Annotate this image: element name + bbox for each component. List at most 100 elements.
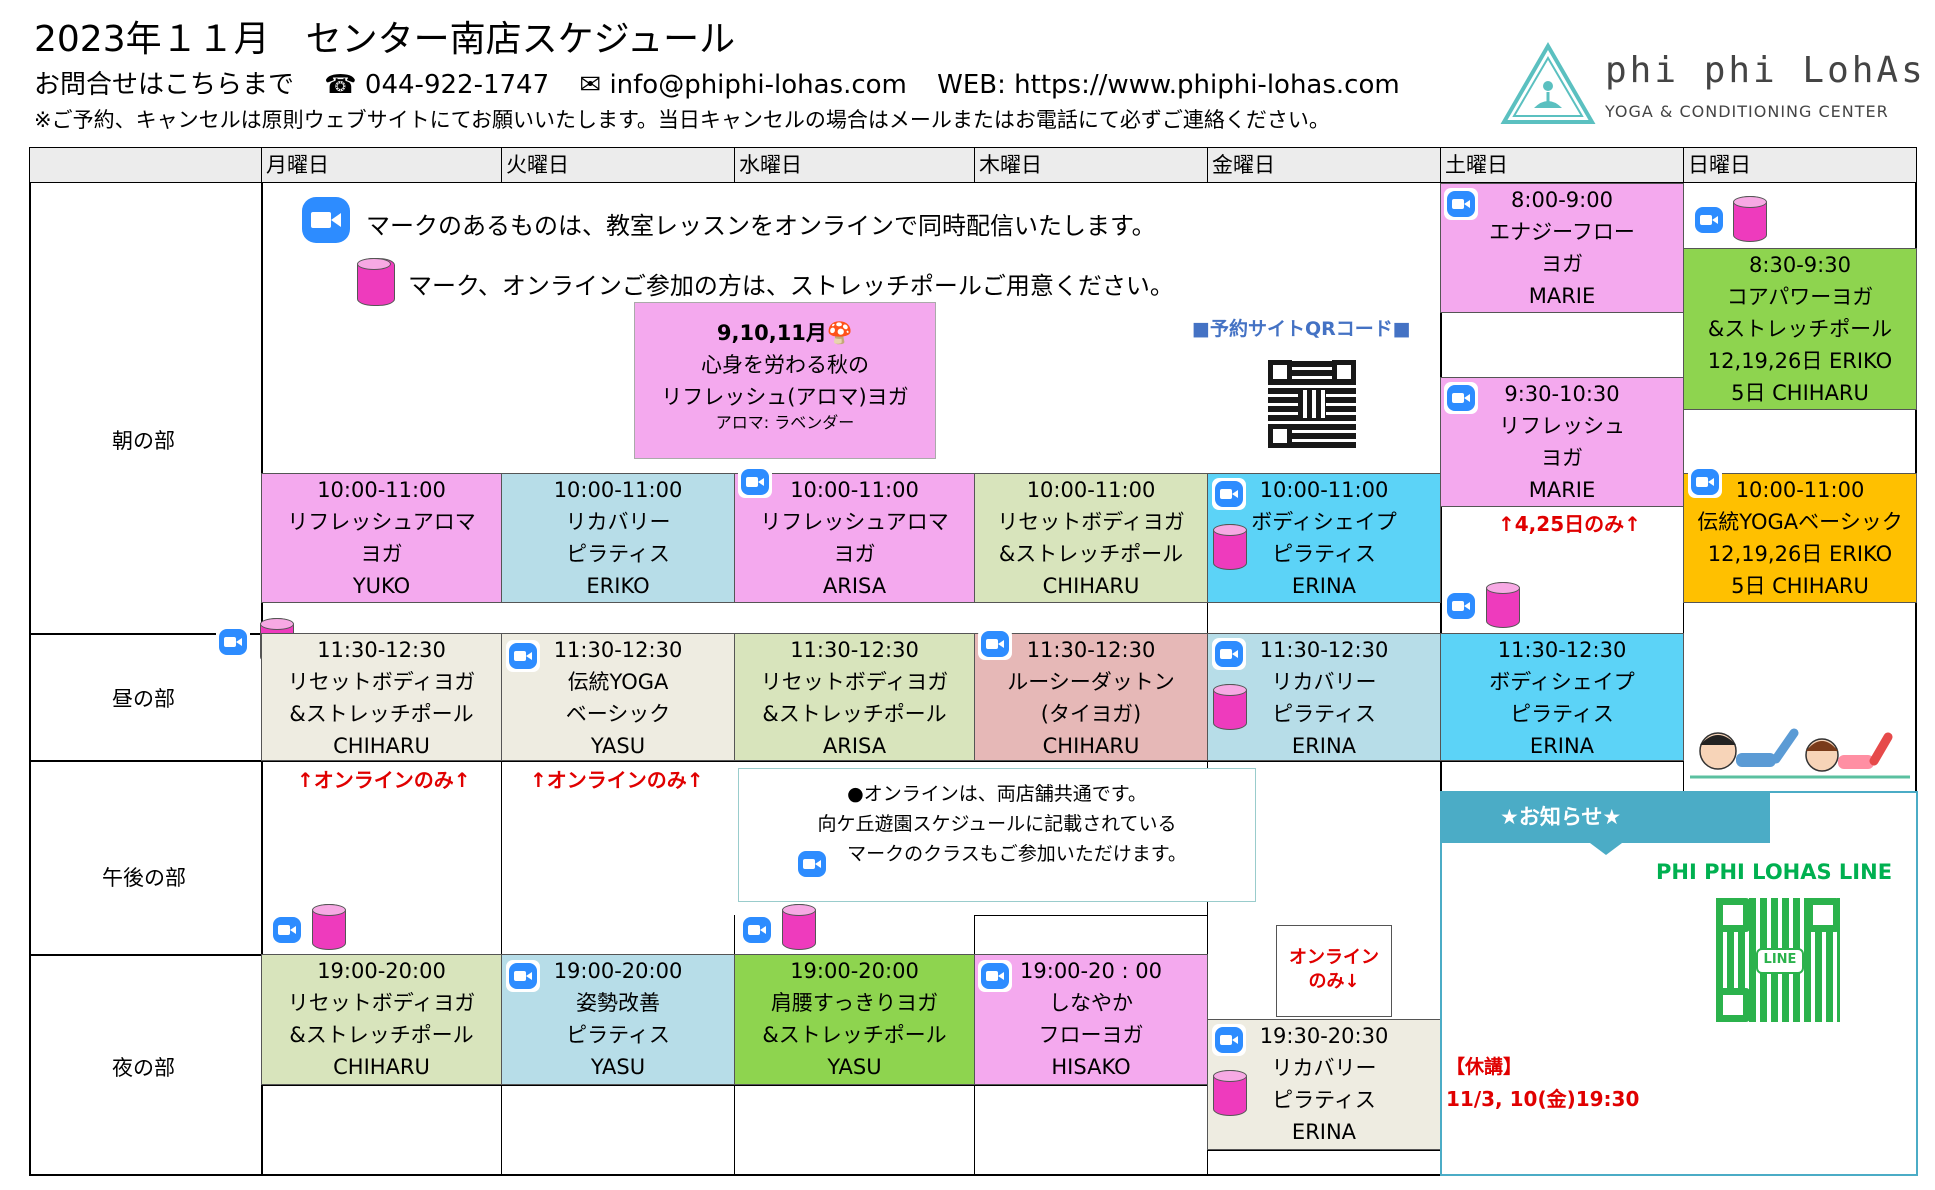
class-name: フローヨガ (1038, 1023, 1144, 1047)
reservation-qr-code[interactable] (1268, 360, 1356, 448)
class-name: ヨガ (360, 542, 403, 566)
zoom-icon (738, 466, 772, 498)
class-time: 10:00-11:00 (1259, 478, 1389, 502)
class-name: &ストレッチポール (289, 702, 474, 726)
class-sat-early[interactable]: 8:00-9:00 エナジーフロー ヨガ MARIE (1440, 183, 1684, 313)
class-wed-morning[interactable]: 10:00-11:00 リフレッシュアロマ ヨガ ARISA (734, 473, 975, 603)
logo-subtitle: YOGA & CONDITIONING CENTER (1605, 102, 1889, 121)
class-instructor: YUKO (352, 574, 411, 598)
class-thu-night[interactable]: 19:00-20 : 00 しなやか フローヨガ HISAKO (974, 954, 1208, 1085)
class-instructor: YASU (590, 734, 646, 758)
stretch-pole-icon (1213, 1070, 1247, 1116)
zoom-icon (1212, 478, 1246, 510)
class-time: 11:30-12:30 (1497, 638, 1627, 662)
sat-date-note: ↑4,25日のみ↑ (1498, 512, 1641, 536)
day-header-sat: 土曜日 (1440, 147, 1684, 183)
zoom-icon (795, 848, 829, 880)
logo: phi phi LohAs YOGA & CONDITIONING CENTER (1500, 42, 1923, 132)
class-instructor: MARIE (1528, 284, 1596, 308)
zoom-icon (298, 193, 354, 247)
class-wed-night[interactable]: 19:00-20:00 肩腰すっきりヨガ &ストレッチポール YASU (734, 954, 975, 1085)
class-name: コアパワーヨガ (1726, 285, 1874, 309)
day-header-fri: 金曜日 (1207, 147, 1441, 183)
class-instructor: ARISA (822, 734, 887, 758)
class-time: 11:30-12:30 (1259, 638, 1389, 662)
line-qr-code[interactable]: LINE (1716, 898, 1840, 1022)
class-name: ヨガ (1541, 252, 1583, 276)
class-instructor: ERINA (1291, 734, 1357, 758)
promo-aroma: アロマ: ラベンダー (715, 413, 855, 432)
class-time: 10:00-11:00 (1735, 478, 1865, 502)
header-corner (29, 147, 262, 183)
period-noon: 昼の部 (112, 687, 175, 711)
day-header-thu: 木曜日 (974, 147, 1208, 183)
zoom-icon (506, 960, 540, 992)
class-name: ピラティス (566, 542, 670, 566)
promo-title: リフレッシュ(アロマ)ヨガ (661, 385, 909, 409)
stretch-pole-icon (1486, 582, 1520, 628)
class-instructor: 5日 CHIHARU (1731, 381, 1869, 405)
class-sun-early[interactable]: 8:30-9:30 コアパワーヨガ &ストレッチポール 12,19,26日 ER… (1683, 248, 1917, 410)
class-tue-noon[interactable]: 11:30-12:30 伝統YOGA ベーシック YASU (501, 633, 735, 761)
fri-online-line: オンライン (1289, 947, 1379, 968)
class-time: 19:30-20:30 (1259, 1024, 1389, 1048)
zoom-icon (978, 628, 1012, 660)
class-time: 19:00-20 : 00 (1020, 959, 1162, 983)
class-thu-morning[interactable]: 10:00-11:00 リセットボディヨガ &ストレッチポール CHIHARU (974, 473, 1208, 603)
class-name: ピラティス (1272, 702, 1376, 726)
stretch-pole-icon (1733, 196, 1767, 242)
fri-online-line: のみ↓ (1308, 971, 1360, 992)
class-instructor: CHIHARU (333, 734, 430, 758)
class-instructor: ERINA (1529, 734, 1595, 758)
online-info-line: 向ケ丘遊園スケジュールに記載されている (817, 813, 1177, 835)
zoom-icon (1212, 638, 1246, 670)
online-only-note-mon: ↑オンラインのみ↑ (297, 768, 471, 792)
class-name: ベーシック (565, 702, 671, 726)
class-name: ボディシェイプ (1489, 670, 1635, 694)
online-info-line: マークのクラスもご参加いただけます。 (847, 843, 1187, 865)
zoom-icon (1444, 188, 1478, 220)
qr-label: ■予約サイトQRコード■ (1192, 318, 1411, 340)
class-name: ピラティス (1272, 1088, 1376, 1112)
reservation-notice: ※ご予約、キャンセルは原則ウェブサイトにてお願いいたします。当日キャンセルの場合… (34, 108, 1330, 132)
class-name: リフレッシュ (1499, 414, 1625, 438)
class-sat-noon[interactable]: 11:30-12:30 ボディシェイプ ピラティス ERINA (1440, 633, 1684, 761)
class-tue-morning[interactable]: 10:00-11:00 リカバリー ピラティス ERIKO (501, 473, 735, 603)
class-name: &ストレッチポール (289, 1023, 474, 1047)
class-sat-mid[interactable]: 9:30-10:30 リフレッシュ ヨガ MARIE (1440, 377, 1684, 507)
class-name: リフレッシュアロマ (287, 510, 476, 534)
class-mon-night[interactable]: 19:00-20:00 リセットボディヨガ &ストレッチポール CHIHARU (261, 954, 502, 1085)
class-instructor: CHIHARU (1042, 734, 1140, 758)
class-name: ルーシーダットン (1007, 670, 1175, 694)
class-fri-noon[interactable]: 11:30-12:30 リカバリー ピラティス ERINA (1207, 633, 1441, 761)
zoom-icon (1692, 204, 1726, 236)
class-instructor: CHIHARU (333, 1055, 430, 1079)
website-link[interactable]: WEB: https://www.phiphi-lohas.com (937, 70, 1400, 100)
class-wed-noon[interactable]: 11:30-12:30 リセットボディヨガ &ストレッチポール ARISA (734, 633, 975, 761)
class-time: 19:00-20:00 (317, 959, 446, 983)
zoom-icon (506, 640, 540, 672)
class-mon-noon[interactable]: 11:30-12:30 リセットボディヨガ &ストレッチポール CHIHARU (261, 633, 502, 761)
news-title: ★お知らせ★ (1500, 805, 1622, 829)
closure-title: 【休講】 (1446, 1056, 1523, 1078)
class-instructor: YASU (827, 1055, 882, 1079)
class-instructor: ERINA (1291, 574, 1357, 598)
class-instructor: HISAKO (1051, 1055, 1131, 1079)
contact-info: お問合せはこちらまで ☎ 044-922-1747 ✉ info@phiphi-… (34, 64, 1422, 101)
class-thu-noon[interactable]: 11:30-12:30 ルーシーダットン (タイヨガ) CHIHARU (974, 633, 1208, 761)
class-name: ボディシェイプ (1251, 510, 1397, 534)
class-time: 10:00-11:00 (790, 478, 919, 502)
promo-line: 心身を労わる秋の (701, 353, 869, 377)
zoom-icon (1212, 1024, 1246, 1056)
promo-months: 9,10,11月🍄 (716, 321, 854, 345)
class-name: &ストレッチポール (998, 542, 1184, 566)
class-instructor: 5日 CHIHARU (1731, 574, 1869, 598)
class-tue-night[interactable]: 19:00-20:00 姿勢改善 ピラティス YASU (501, 954, 735, 1085)
class-name: しなやか (1049, 991, 1133, 1015)
class-time: 8:00-9:00 (1511, 188, 1613, 212)
class-instructor: 12,19,26日 ERIKO (1707, 542, 1893, 566)
class-time: 11:30-12:30 (1026, 638, 1156, 662)
class-mon-morning[interactable]: 10:00-11:00 リフレッシュアロマ ヨガ YUKO (261, 473, 502, 603)
online-info-box: ●オンラインは、両店舗共通です。 向ケ丘遊園スケジュールに記載されている マーク… (738, 768, 1256, 902)
class-sun-morning[interactable]: 10:00-11:00 伝統YOGAベーシック 12,19,26日 ERIKO … (1683, 473, 1917, 603)
